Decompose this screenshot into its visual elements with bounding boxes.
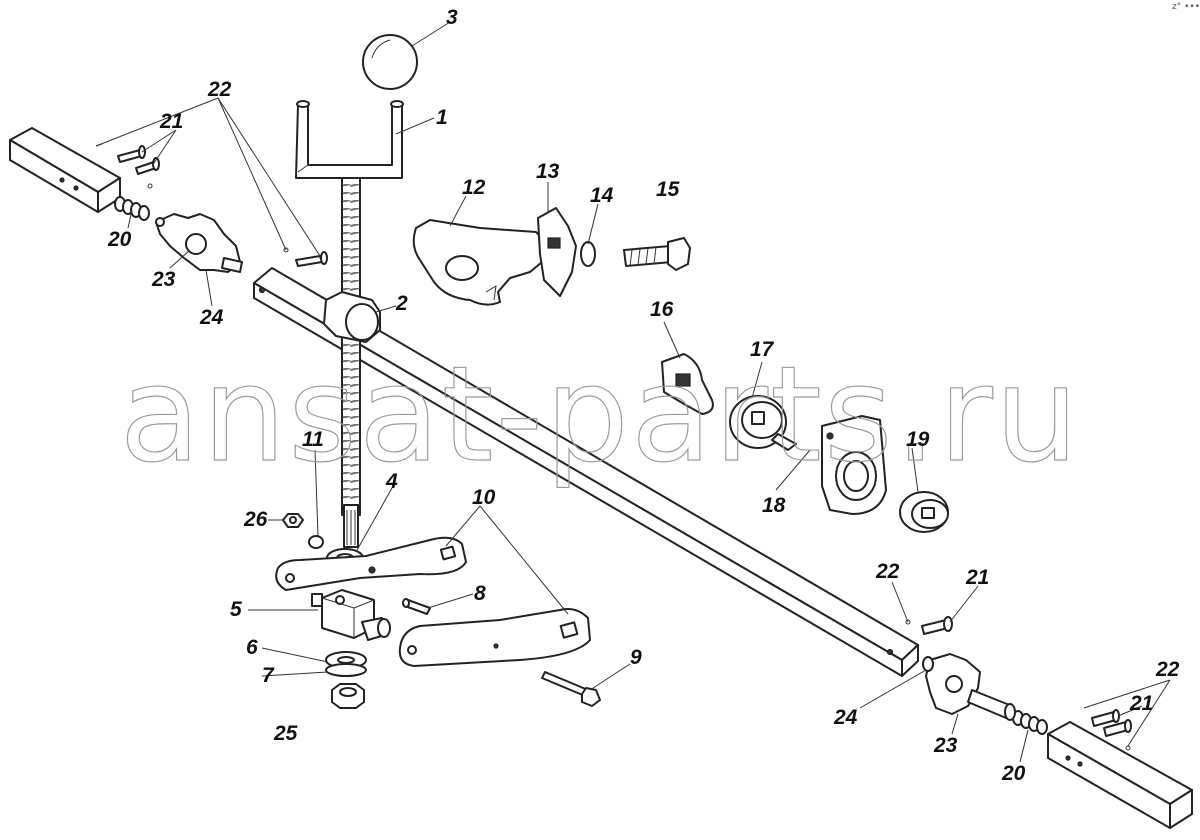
callout-25: 25 — [273, 722, 298, 745]
cotter-pins-part-22-left — [95, 143, 328, 267]
callout-20-left: 20 — [107, 228, 132, 251]
callout-23-left: 23 — [151, 268, 176, 291]
left-end-tube — [9, 127, 121, 213]
spring-part-20-left — [114, 196, 150, 221]
cam-part-16 — [661, 353, 714, 415]
callout-17: 17 — [750, 338, 775, 361]
callout-21-left: 21 — [159, 110, 183, 133]
callout-21-right-upper: 21 — [965, 566, 989, 589]
clamp-block-part-2 — [323, 291, 381, 343]
pin-part-8 — [402, 598, 431, 615]
callout-22-left: 22 — [207, 78, 232, 101]
bolts-part-21-right — [921, 616, 1132, 737]
nut-part-25 — [331, 683, 365, 709]
corner-mark: z° ••• — [1172, 2, 1200, 12]
callout-26: 26 — [243, 508, 268, 531]
callout-16: 16 — [650, 298, 674, 321]
callout-13: 13 — [536, 160, 560, 183]
bolts-part-21-left — [117, 145, 160, 175]
right-end-tube — [1047, 721, 1193, 829]
block-part-5 — [311, 589, 391, 641]
callout-14: 14 — [590, 184, 614, 207]
callout-21-right-end: 21 — [1129, 692, 1153, 715]
latch-part-13 — [537, 207, 577, 297]
lever-lower-part-10 — [398, 608, 591, 667]
callout-23-right: 23 — [933, 734, 958, 757]
callout-20-right: 20 — [1001, 762, 1026, 785]
callout-4: 4 — [385, 470, 398, 493]
callout-15: 15 — [656, 178, 680, 201]
spring-part-20-right — [1012, 710, 1048, 735]
callout-24-left: 24 — [199, 306, 224, 329]
callout-2: 2 — [395, 292, 408, 315]
callout-10: 10 — [472, 486, 496, 509]
callout-11: 11 — [302, 428, 324, 451]
cam-roller-part-17 — [729, 395, 797, 451]
housing-part-18 — [821, 415, 887, 515]
callout-24-right: 24 — [833, 706, 858, 729]
bolt-part-15 — [623, 237, 691, 271]
callout-22-right: 22 — [875, 560, 900, 583]
callout-6: 6 — [246, 636, 258, 659]
washers-part-6-7 — [325, 651, 367, 677]
bracket-part-12 — [412, 219, 549, 306]
callout-labels: 3 1 2 4 11 26 5 6 7 25 8 9 10 12 13 14 1… — [107, 6, 1180, 785]
callout-19: 19 — [906, 428, 930, 451]
washer-part-24-right — [922, 656, 934, 672]
nut-part-26 — [282, 513, 304, 528]
callout-1: 1 — [436, 106, 448, 129]
watermark-text: ansat-parts.ru — [120, 338, 1081, 492]
washer-part-14 — [580, 241, 596, 267]
callout-12: 12 — [462, 176, 486, 199]
callout-3: 3 — [446, 6, 458, 29]
lever-upper-part-10 — [275, 536, 467, 591]
washer-part-11 — [308, 535, 324, 549]
bolt-part-9 — [541, 671, 601, 707]
star-plate-part-23-left — [155, 213, 243, 273]
callout-9: 9 — [630, 646, 642, 669]
callout-5: 5 — [230, 598, 242, 621]
callout-22-right-end: 22 — [1155, 658, 1180, 681]
fork-part-1 — [295, 100, 404, 179]
ball-knob-part-3 — [362, 34, 418, 90]
bushing-part-19 — [899, 491, 949, 533]
star-plate-part-23-right — [925, 653, 1016, 721]
leader-lines — [95, 21, 1171, 763]
callout-7: 7 — [262, 664, 275, 687]
vertical-screw-rod — [341, 174, 361, 548]
main-cross-bar — [253, 267, 919, 677]
callout-8: 8 — [474, 582, 486, 605]
callout-18: 18 — [762, 494, 786, 517]
